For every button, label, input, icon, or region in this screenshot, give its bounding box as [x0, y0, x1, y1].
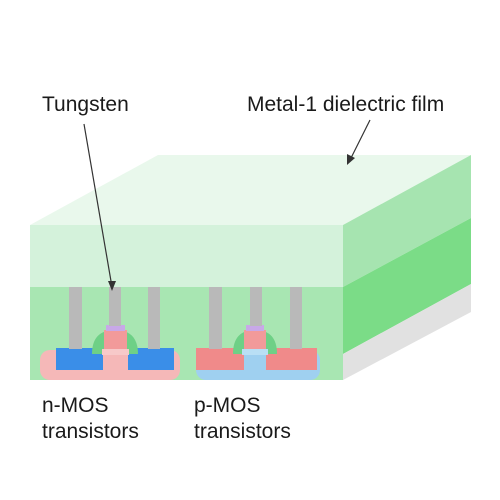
tungsten-plug	[148, 287, 160, 349]
n-gate	[104, 330, 127, 349]
leader-lines	[83, 119, 371, 291]
pmos-label: p-MOS transistors	[194, 393, 291, 445]
n-source-drain-left	[56, 348, 103, 370]
n-gate-oxide	[102, 349, 129, 355]
arrow-icon	[347, 154, 355, 165]
nmos-label-line1: n-MOS	[42, 394, 109, 417]
tungsten-plugs	[69, 287, 302, 349]
block-side-upper	[343, 155, 471, 287]
tungsten-plug	[69, 287, 82, 349]
nmos-transistors	[40, 325, 180, 380]
tungsten-plug	[209, 287, 222, 349]
block-side-middle	[343, 218, 471, 354]
p-source-drain-left	[196, 348, 244, 370]
tungsten-leader-line	[83, 123, 113, 288]
n-contact-cap	[106, 325, 125, 331]
tungsten-label: Tungsten	[42, 93, 129, 116]
dielectric-leader-line	[349, 119, 371, 161]
block-side-base	[343, 284, 471, 380]
p-contact-cap	[246, 325, 264, 331]
block-top-face	[30, 155, 471, 225]
tungsten-plug	[290, 287, 302, 349]
p-gate-oxide	[242, 349, 268, 355]
nmos-label: n-MOS transistors	[42, 393, 139, 445]
pmos-label-line1: p-MOS	[194, 394, 261, 417]
pmos-label-line2: transistors	[194, 420, 291, 443]
dielectric-label: Metal-1 dielectric film	[247, 93, 445, 116]
block-front-upper	[30, 225, 343, 287]
arrow-icon	[108, 281, 116, 291]
pmos-transistors	[196, 325, 320, 380]
nmos-label-line2: transistors	[42, 420, 139, 443]
tungsten-plug	[109, 287, 121, 326]
p-gate	[244, 330, 266, 349]
tungsten-plug	[250, 287, 262, 326]
p-source-drain-right	[266, 348, 317, 370]
n-source-drain-right	[128, 348, 174, 370]
